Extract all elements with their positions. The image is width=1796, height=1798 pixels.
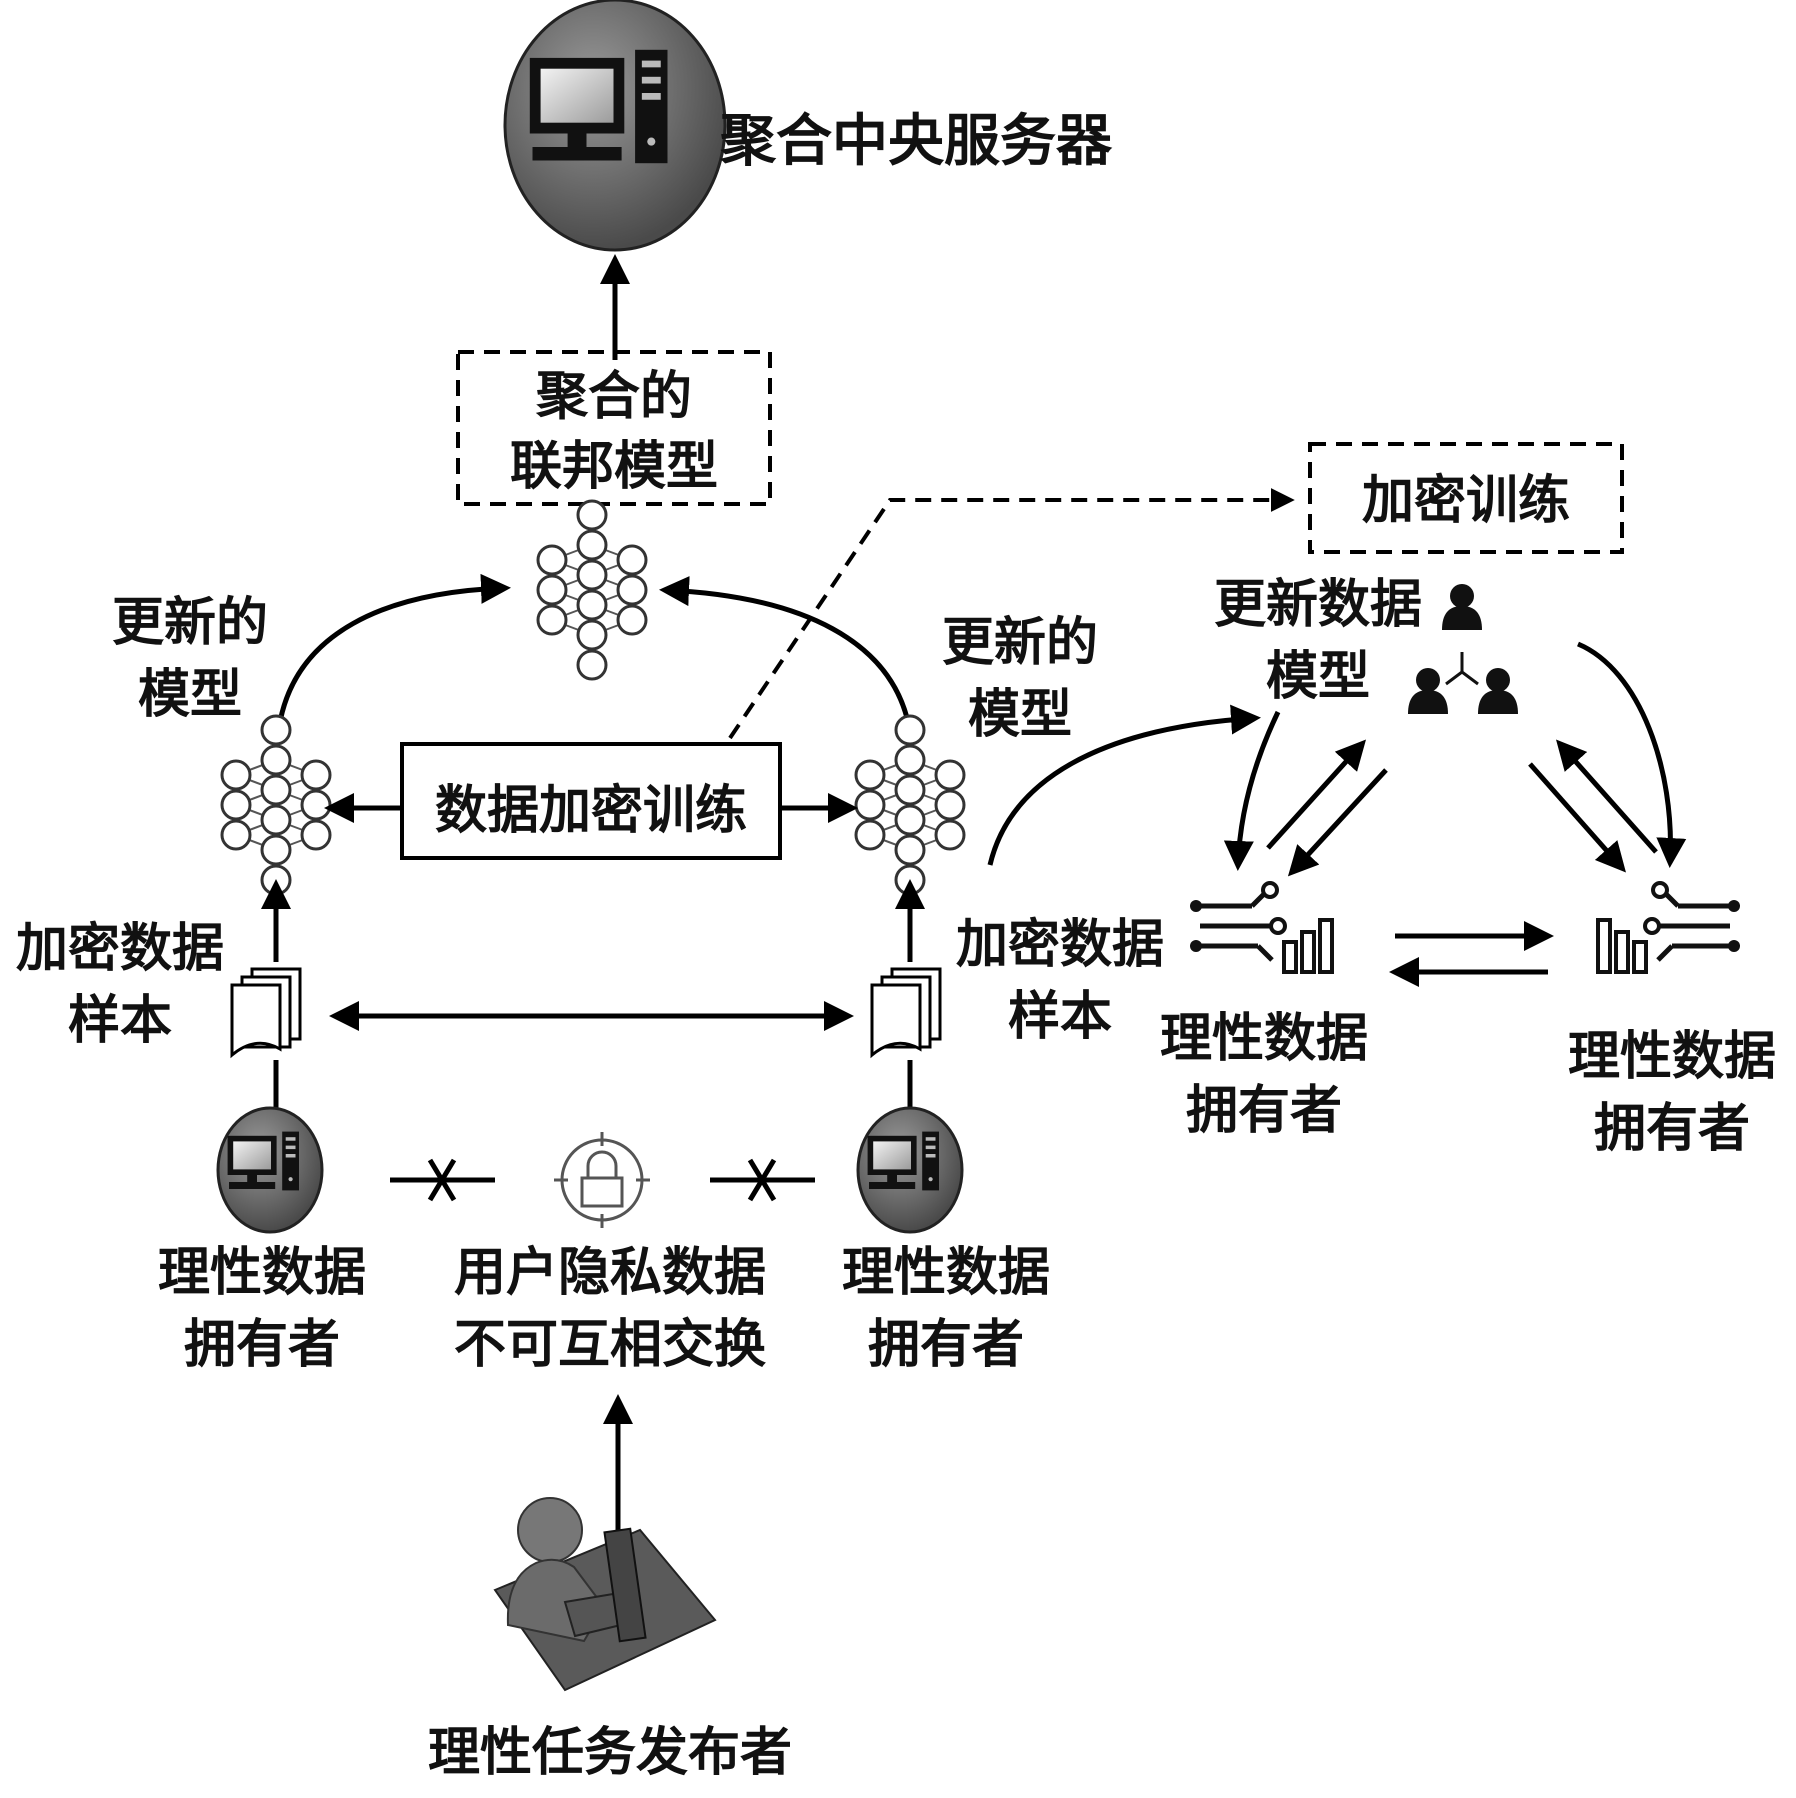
updated-model-mid-line2: 模型 (968, 685, 1072, 745)
updated-model-left-line2: 模型 (138, 665, 242, 725)
blocked-link-right (710, 1158, 815, 1202)
encrypted-samples-mid-line1: 加密数据 (956, 915, 1164, 975)
encrypted-training-label: 加密训练 (1362, 471, 1570, 531)
owner-right-left-line2: 拥有者 (1186, 1081, 1342, 1141)
owner-left-computer-icon (216, 1106, 324, 1234)
data-encrypted-training-box (400, 742, 782, 860)
encrypted-samples-left-line1: 加密数据 (16, 919, 224, 979)
owner-right-right-circuit-icon (1598, 883, 1740, 972)
arrow-owner-left-to-group (1266, 739, 1367, 850)
blocked-link-left (390, 1158, 495, 1202)
aggregated-model-line1: 聚合的 (535, 367, 692, 427)
aggregated-model-box (456, 350, 772, 506)
arc-mid-to-aggregate (659, 576, 913, 733)
aggregated-network-icon (536, 499, 648, 681)
data-encrypted-training-label: 数据加密训练 (435, 781, 747, 841)
aggregated-model-line2: 联邦模型 (510, 437, 718, 497)
owner-bottom-mid-line1: 理性数据 (842, 1243, 1050, 1303)
arrow-model-to-owner-left (1223, 710, 1281, 871)
encrypted-samples-mid-line2: 样本 (1008, 987, 1112, 1047)
owner-bottom-mid-line2: 拥有者 (868, 1315, 1024, 1375)
updated-model-mid-line1: 更新的 (942, 613, 1098, 673)
arrow-model-to-owner-right (1577, 641, 1687, 868)
owner-mid-computer-icon (856, 1106, 964, 1234)
privacy-line1: 用户隐私数据 (454, 1243, 766, 1303)
encrypted-samples-left-line2: 样本 (68, 991, 172, 1051)
privacy-line2: 不可互相交换 (454, 1315, 766, 1375)
local-network-left-icon (220, 714, 332, 896)
task-publisher-icon (493, 1497, 717, 1692)
dashed-arrow-to-encrypted-training (728, 488, 1295, 740)
arrow-owner-right-to-group (1556, 739, 1658, 854)
owner-bottom-left-line1: 理性数据 (158, 1243, 366, 1303)
central-server-icon (503, 0, 727, 252)
local-network-mid-icon (854, 714, 966, 896)
encrypted-samples-mid-icon (870, 967, 942, 1057)
arrow-group-to-owner-left (1287, 768, 1388, 877)
encrypted-samples-left-icon (230, 967, 302, 1057)
central-server-label: 聚合中央服务器 (719, 109, 1113, 174)
arrow-group-to-owner-right (1528, 762, 1626, 873)
owner-bottom-left-line2: 拥有者 (184, 1315, 340, 1375)
task-publisher-label: 理性任务发布者 (428, 1723, 792, 1783)
owner-right-left-line1: 理性数据 (1160, 1009, 1368, 1069)
arrow-samples-to-updated-model (987, 704, 1261, 866)
collaborators-group-icon (1408, 584, 1518, 714)
arc-left-to-aggregate (275, 573, 511, 736)
owner-right-left-circuit-icon (1190, 883, 1332, 972)
owner-right-right-line1: 理性数据 (1568, 1027, 1776, 1087)
updated-data-model-line2: 模型 (1266, 647, 1370, 707)
privacy-lock-icon (554, 1132, 650, 1228)
updated-data-model-line1: 更新数据 (1214, 575, 1422, 635)
encrypted-training-box (1308, 442, 1624, 554)
updated-model-left-line1: 更新的 (112, 593, 268, 653)
owner-right-right-line2: 拥有者 (1594, 1099, 1750, 1159)
